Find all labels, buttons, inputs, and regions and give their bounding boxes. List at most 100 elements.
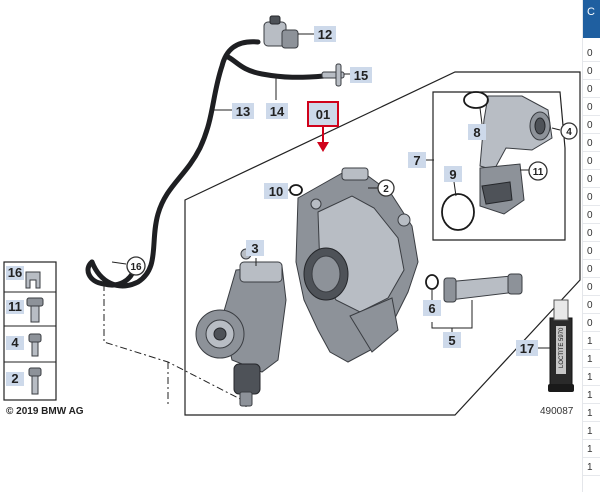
strip-cell[interactable]: 0	[587, 120, 593, 131]
strip-cell[interactable]: 0	[587, 300, 593, 311]
strip-divider	[583, 169, 600, 170]
svg-text:3: 3	[251, 241, 258, 256]
callout-17[interactable]: 17	[516, 340, 538, 356]
svg-text:4: 4	[566, 127, 572, 138]
svg-text:11: 11	[8, 299, 22, 314]
strip-divider	[583, 421, 600, 422]
bolt-11-icon	[26, 297, 44, 323]
strip-divider	[583, 475, 600, 476]
strip-cell[interactable]: 0	[587, 264, 593, 275]
strip-cell[interactable]: 1	[587, 336, 593, 347]
parts-list-strip[interactable]: C 0 0 0 0 0 0 0 0 0 0 0 0 0 0 0 0 1 1 1 1 1 1 1 1	[582, 0, 600, 492]
callout-6[interactable]: 6	[423, 300, 441, 316]
clip-16-icon	[25, 271, 41, 289]
svg-text:6: 6	[428, 301, 435, 316]
strip-cell[interactable]: 0	[587, 66, 593, 77]
circled-callout-4[interactable]: 4	[560, 122, 578, 140]
strip-divider	[583, 115, 600, 116]
svg-text:2: 2	[383, 184, 389, 195]
callout-3[interactable]: 3	[246, 240, 264, 256]
sealant-tube-17: LOCTITE 5970	[548, 299, 574, 392]
svg-text:7: 7	[413, 153, 420, 168]
callout-16-box[interactable]: 16	[6, 265, 24, 280]
fastener-box	[3, 261, 57, 401]
strip-cell[interactable]: 1	[587, 462, 593, 473]
callout-12[interactable]: 12	[314, 26, 336, 42]
strip-divider	[583, 313, 600, 314]
svg-text:16: 16	[8, 265, 22, 280]
thermostat-9	[479, 163, 525, 215]
coolant-housing	[295, 167, 419, 363]
outlet-elbow-8	[479, 95, 553, 171]
callout-15[interactable]: 15	[350, 67, 372, 83]
strip-cell[interactable]: 0	[587, 318, 593, 329]
svg-text:9: 9	[449, 167, 456, 182]
strip-divider	[583, 79, 600, 80]
svg-text:5: 5	[448, 333, 455, 348]
copyright-notice: © 2019 BMW AG	[6, 406, 84, 417]
circled-callout-2[interactable]: 2	[377, 179, 395, 197]
svg-text:11: 11	[533, 167, 544, 178]
bolt-4-icon	[28, 333, 42, 357]
strip-divider	[583, 187, 600, 188]
svg-text:17: 17	[520, 341, 534, 356]
callout-13[interactable]: 13	[232, 103, 254, 119]
svg-text:14: 14	[270, 104, 285, 119]
strip-cell[interactable]: 0	[587, 84, 593, 95]
strip-divider	[583, 151, 600, 152]
circled-callout-11[interactable]: 11	[528, 161, 548, 181]
strip-cell[interactable]: 0	[587, 48, 593, 59]
strip-cell[interactable]: 0	[587, 228, 593, 239]
strip-cell[interactable]: 0	[587, 210, 593, 221]
hose-connector-12	[263, 15, 305, 49]
strip-divider	[583, 403, 600, 404]
strip-cell[interactable]: 0	[587, 174, 593, 185]
svg-text:16: 16	[130, 262, 142, 273]
strip-cell[interactable]: 1	[587, 444, 593, 455]
callout-8[interactable]: 8	[468, 124, 486, 140]
strip-cell[interactable]: 0	[587, 138, 593, 149]
strip-cell[interactable]: 1	[587, 390, 593, 401]
svg-text:12: 12	[318, 27, 332, 42]
strip-divider	[583, 457, 600, 458]
thermostat-subframe	[432, 91, 566, 241]
strip-header: C	[583, 0, 600, 38]
strip-divider	[583, 97, 600, 98]
parts-diagram: LOCTITE 5970 01 12	[3, 15, 581, 416]
highlight-01[interactable]: 01	[307, 101, 339, 152]
svg-text:13: 13	[236, 104, 250, 119]
strip-divider	[583, 349, 600, 350]
callout-4-box[interactable]: 4	[6, 335, 24, 350]
strip-cell[interactable]: 1	[587, 426, 593, 437]
strip-cell[interactable]: 1	[587, 354, 593, 365]
strip-cell[interactable]: 0	[587, 156, 593, 167]
coolant-hose-13	[89, 39, 261, 289]
circled-callout-16[interactable]: 16	[126, 256, 146, 276]
strip-divider	[583, 241, 600, 242]
strip-cell[interactable]: 1	[587, 372, 593, 383]
svg-text:15: 15	[354, 68, 368, 83]
callout-7[interactable]: 7	[408, 152, 426, 168]
water-pump-3	[195, 248, 287, 407]
strip-cell[interactable]: 1	[587, 408, 593, 419]
sealant-label: LOCTITE 5970	[559, 327, 565, 368]
strip-divider	[583, 61, 600, 62]
callout-14[interactable]: 14	[266, 103, 288, 119]
assembly-frame	[184, 71, 581, 416]
callout-2-box[interactable]: 2	[6, 371, 24, 386]
o-ring-10	[289, 184, 303, 196]
strip-divider	[583, 439, 600, 440]
strip-divider	[583, 223, 600, 224]
strip-cell[interactable]: 0	[587, 282, 593, 293]
callout-10[interactable]: 10	[264, 183, 288, 199]
coolant-hose-14	[223, 53, 327, 80]
strip-cell[interactable]: 0	[587, 192, 593, 203]
callout-11-box[interactable]: 11	[6, 299, 24, 314]
strip-cell[interactable]: 0	[587, 102, 593, 113]
o-ring-9	[441, 193, 475, 231]
bolt-2-icon	[28, 367, 42, 395]
callout-5[interactable]: 5	[443, 332, 461, 348]
callout-9[interactable]: 9	[444, 166, 462, 182]
t-fitting-15	[321, 63, 345, 87]
strip-cell[interactable]: 0	[587, 246, 593, 257]
